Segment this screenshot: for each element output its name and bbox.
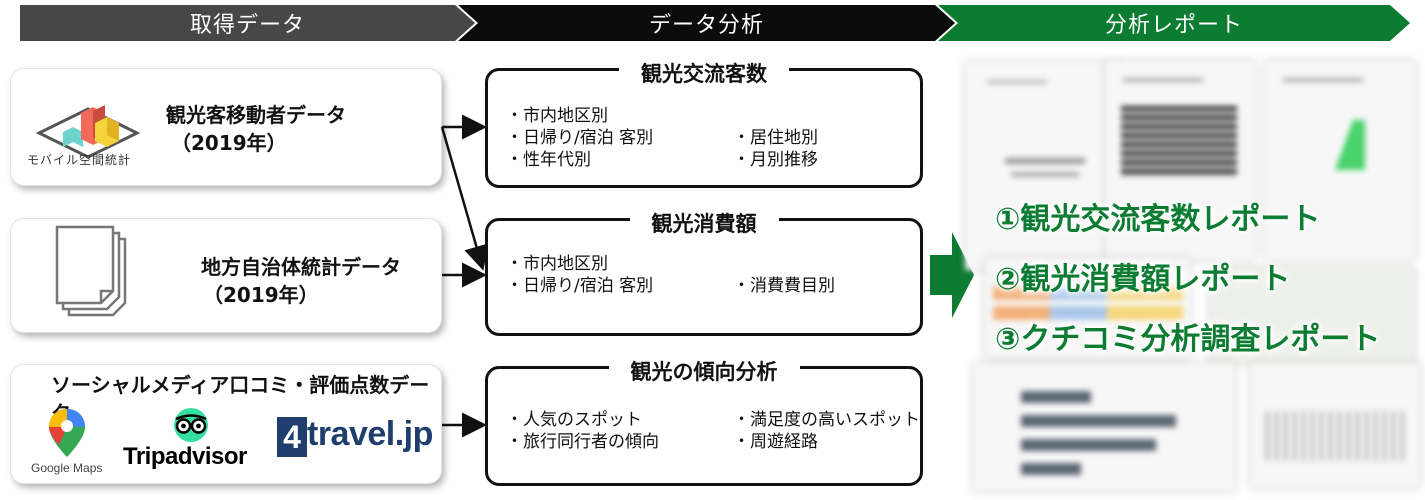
report-thumbnails [965, 58, 1420, 492]
report-page-thumbnail [1105, 60, 1255, 260]
fourtravel-logo-text: travel.jp [307, 415, 433, 453]
arrow-mobile-to-consumption [440, 126, 489, 271]
analysis-item: ・周遊経路 [733, 432, 818, 452]
analysis-item: ・日帰り/宿泊 客別 [506, 276, 654, 296]
report-page-thumbnail [973, 363, 1235, 491]
analysis-title: 観光消費額 [629, 212, 779, 236]
analysis-box-exchange: 観光交流客数 ・市内地区別 ・日帰り/宿泊 客別 ・性年代別 ・居住地別 ・月別… [485, 62, 923, 188]
analysis-item: ・日帰り/宿泊 客別 [506, 128, 654, 148]
documents-stack-icon [55, 225, 127, 317]
report-title-review: ③クチコミ分析調査レポート [995, 322, 1381, 357]
analysis-item: ・居住地別 [733, 128, 818, 148]
source-box-social: ソーシャルメディア口コミ・評価点数データ Google Maps Tripadv… [10, 364, 442, 484]
report-title-consumption: ②観光消費額レポート [995, 262, 1291, 297]
report-page-thumbnail [1210, 268, 1415, 363]
report-page-thumbnail [1250, 363, 1420, 488]
report-page-thumbnail [985, 258, 1190, 358]
source-title: 地方自治体統計データ [201, 255, 401, 279]
source-box-municipal: 地方自治体統計データ （2019年） [10, 218, 442, 333]
output-arrow-icon [930, 232, 974, 318]
report-page-thumbnail [965, 62, 1123, 270]
step-header-data-analysis: データ分析 [458, 5, 955, 41]
report-title-exchange: ①観光交流客数レポート [995, 202, 1321, 237]
step-header-analysis-report: 分析レポート [938, 5, 1410, 41]
google-maps-pin-icon [49, 409, 85, 457]
analysis-title: 観光の傾向分析 [608, 360, 800, 384]
fourtravel-logo-mark: 4 [277, 417, 307, 457]
step-header-acquired-data: 取得データ [20, 5, 475, 41]
analysis-item: ・消費費目別 [733, 276, 835, 296]
mobile-stats-logo-icon [35, 105, 141, 159]
step-label: 取得データ [189, 13, 305, 38]
source-year: （2019年） [171, 131, 287, 155]
analysis-title: 観光交流客数 [619, 62, 789, 86]
source-title: ソーシャルメディア口コミ・評価点数データ [51, 373, 430, 425]
google-maps-logo-text: Google Maps [31, 461, 103, 475]
source-box-mobile: モバイル空間統計 観光客移動者データ （2019年） [10, 68, 442, 186]
mobile-stats-logo-text: モバイル空間統計 [27, 153, 132, 167]
analysis-item: ・市内地区別 [506, 254, 608, 274]
report-page-thumbnail [1265, 60, 1415, 260]
tripadvisor-owl-icon [174, 408, 208, 442]
analysis-box-trend: 観光の傾向分析 ・人気のスポット ・旅行同行者の傾向 ・満足度の高いスポット ・… [485, 360, 923, 486]
analysis-item: ・性年代別 [506, 150, 591, 170]
step-label: 分析レポート [1104, 13, 1243, 38]
analysis-item: ・市内地区別 [506, 106, 608, 126]
analysis-item: ・満足度の高いスポット [733, 410, 920, 430]
step-label: データ分析 [648, 13, 764, 38]
analysis-item: ・人気のスポット [506, 410, 642, 430]
source-title: 観光客移動者データ [166, 103, 346, 127]
analysis-item: ・旅行同行者の傾向 [506, 432, 659, 452]
analysis-item: ・月別推移 [733, 150, 818, 170]
analysis-box-consumption: 観光消費額 ・市内地区別 ・日帰り/宿泊 客別 ・消費費目別 [485, 212, 923, 336]
source-year: （2019年） [203, 283, 319, 307]
tripadvisor-logo-text: Tripadvisor [123, 443, 247, 470]
